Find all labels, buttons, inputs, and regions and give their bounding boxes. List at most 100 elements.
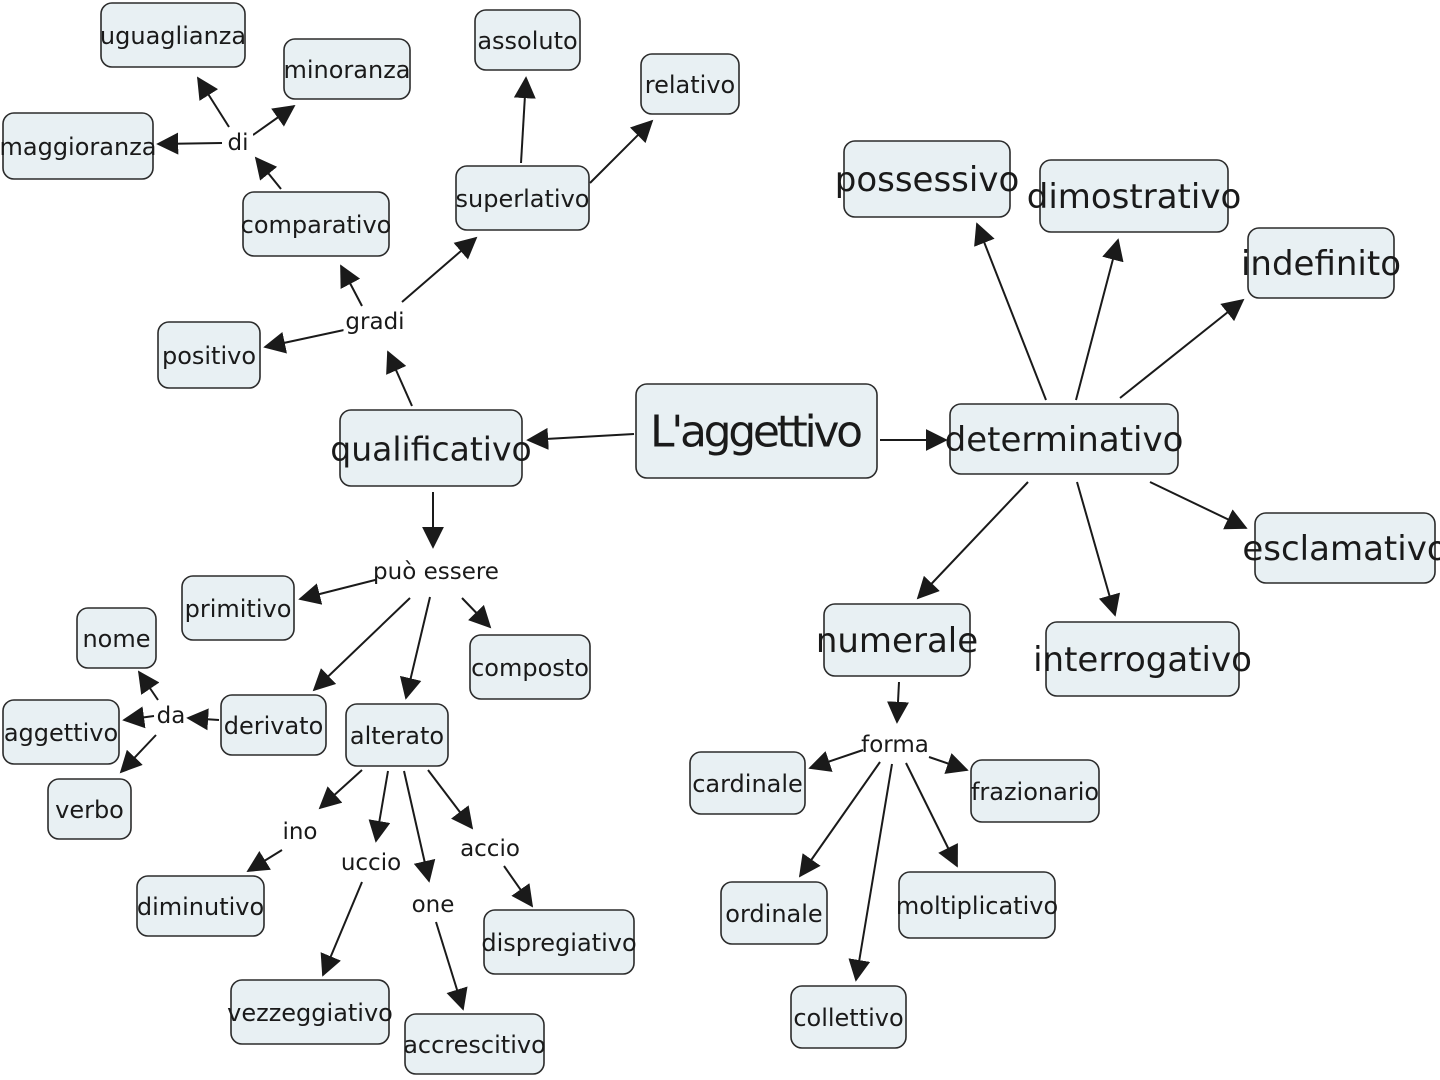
node-box <box>1254 512 1436 584</box>
node-comparativo[interactable]: comparativo <box>241 191 392 257</box>
node-possessivo[interactable]: possessivo <box>835 140 1020 218</box>
node-box <box>2 112 154 180</box>
node-box <box>181 575 295 641</box>
node-frazionario[interactable]: frazionario <box>970 759 1100 823</box>
node-ordinale[interactable]: ordinale <box>720 881 828 945</box>
node-label: aggettivo <box>4 719 118 747</box>
node-box <box>1039 159 1229 233</box>
node-label: primitivo <box>185 595 292 623</box>
edge-ino-to-diminutivo <box>246 849 283 872</box>
edge-forma-to-collettivo <box>848 763 893 982</box>
node-assoluto[interactable]: assoluto <box>474 9 581 71</box>
node-root[interactable]: L'aggettivo <box>635 383 878 479</box>
node-indefinito[interactable]: indefinito <box>1241 227 1401 299</box>
node-label: dimostrativo <box>1027 177 1242 217</box>
node-box <box>483 909 635 975</box>
edge-alterato-to-uccio <box>368 770 391 843</box>
node-aggettivo[interactable]: aggettivo <box>2 699 120 765</box>
edge-gradi-to-comparativo <box>340 264 363 307</box>
node-label: alterato <box>350 722 444 750</box>
node-box <box>843 140 1011 218</box>
node-numerale[interactable]: numerale <box>816 603 978 677</box>
edge-superlativo-to-relativo <box>589 119 654 184</box>
node-primitivo[interactable]: primitivo <box>181 575 295 641</box>
node-dimostrativo[interactable]: dimostrativo <box>1027 159 1242 233</box>
node-label: L'aggettivo <box>650 407 863 458</box>
node-minoranza[interactable]: minoranza <box>283 38 411 100</box>
node-box <box>469 634 591 700</box>
node-diminutivo[interactable]: diminutivo <box>136 875 265 937</box>
node-alterato[interactable]: alterato <box>345 703 449 767</box>
edge-forma-to-moltiplicativo <box>905 762 958 868</box>
node-superlativo[interactable]: superlativo <box>455 165 590 231</box>
node-maggioranza[interactable]: maggioranza <box>0 112 157 180</box>
node-cardinale[interactable]: cardinale <box>689 751 806 815</box>
link-label-di: di <box>223 129 253 157</box>
node-relativo[interactable]: relativo <box>640 53 740 115</box>
edge-determinativo-to-interrogativo <box>1076 481 1121 617</box>
edge-alterato-to-ino <box>318 769 363 810</box>
node-accrescitivo[interactable]: accrescitivo <box>403 1013 546 1075</box>
edge-forma-to-cardinale <box>808 749 864 772</box>
node-box <box>230 979 390 1045</box>
node-box <box>970 759 1100 823</box>
node-box <box>949 403 1179 475</box>
node-box <box>635 383 878 479</box>
edge-one-to-accrescitivo <box>435 921 468 1011</box>
link-label-gradi: gradi <box>343 308 407 336</box>
node-label: ordinale <box>725 900 822 928</box>
link-label-puo-essere: può essere <box>373 558 499 586</box>
edge-forma-to-ordinale <box>798 761 881 878</box>
node-derivato[interactable]: derivato <box>220 694 327 756</box>
node-composto[interactable]: composto <box>469 634 591 700</box>
edge-da-to-verbo <box>119 734 157 774</box>
link-label-text: da <box>157 703 186 729</box>
edge-determinativo-to-dimostrativo <box>1075 238 1124 401</box>
node-collettivo[interactable]: collettivo <box>790 985 907 1049</box>
node-vezzeggiativo[interactable]: vezzeggiativo <box>227 979 393 1045</box>
edge-di-to-maggioranza <box>156 132 223 155</box>
edge-determinativo-to-indefinito <box>1119 298 1245 399</box>
node-label: positivo <box>162 342 256 370</box>
node-determinativo[interactable]: determinativo <box>945 403 1184 475</box>
node-box <box>404 1013 545 1075</box>
node-nome[interactable]: nome <box>76 607 157 669</box>
node-interrogativo[interactable]: interrogativo <box>1033 621 1252 697</box>
node-qualificativo[interactable]: qualificativo <box>330 409 532 487</box>
node-uguaglianza[interactable]: uguaglianza <box>100 2 246 68</box>
edge-root-to-qualificativo <box>526 427 635 450</box>
node-box <box>790 985 907 1049</box>
node-verbo[interactable]: verbo <box>47 778 132 840</box>
edge-alterato-to-one <box>403 770 436 883</box>
node-positivo[interactable]: positivo <box>157 321 261 389</box>
edge-puo_essere-to-composto <box>461 597 492 629</box>
node-moltiplicativo[interactable]: moltiplicativo <box>896 871 1058 939</box>
edge-forma-to-frazionario <box>928 753 969 774</box>
node-box <box>157 321 261 389</box>
edge-gradi-to-positivo <box>263 329 345 354</box>
edge-numerale-to-forma <box>887 681 909 724</box>
node-dispregiativo[interactable]: dispregiativo <box>481 909 637 975</box>
edge-puo_essere-to-alterato <box>399 596 431 700</box>
node-label: comparativo <box>241 211 392 239</box>
node-esclamativo[interactable]: esclamativo <box>1242 512 1440 584</box>
node-label: possessivo <box>835 160 1020 200</box>
edge-puo_essere-to-primitivo <box>298 578 380 605</box>
node-label: frazionario <box>971 778 1099 806</box>
node-box <box>76 607 157 669</box>
node-label: cardinale <box>692 770 803 798</box>
node-label: interrogativo <box>1033 640 1252 680</box>
node-box <box>345 703 449 767</box>
link-label-text: di <box>228 130 249 156</box>
link-label-text: one <box>412 892 455 918</box>
edge-uccio-to-vezzeggiativo <box>320 881 363 977</box>
node-label: diminutivo <box>137 893 264 921</box>
node-box <box>455 165 590 231</box>
edge-da-to-nome <box>137 670 160 701</box>
node-label: composto <box>471 654 589 682</box>
node-box <box>242 191 390 257</box>
node-label: indefinito <box>1241 244 1401 284</box>
link-label-uccio: uccio <box>339 849 403 877</box>
link-label-da: da <box>156 702 186 730</box>
node-label: nome <box>82 625 150 653</box>
